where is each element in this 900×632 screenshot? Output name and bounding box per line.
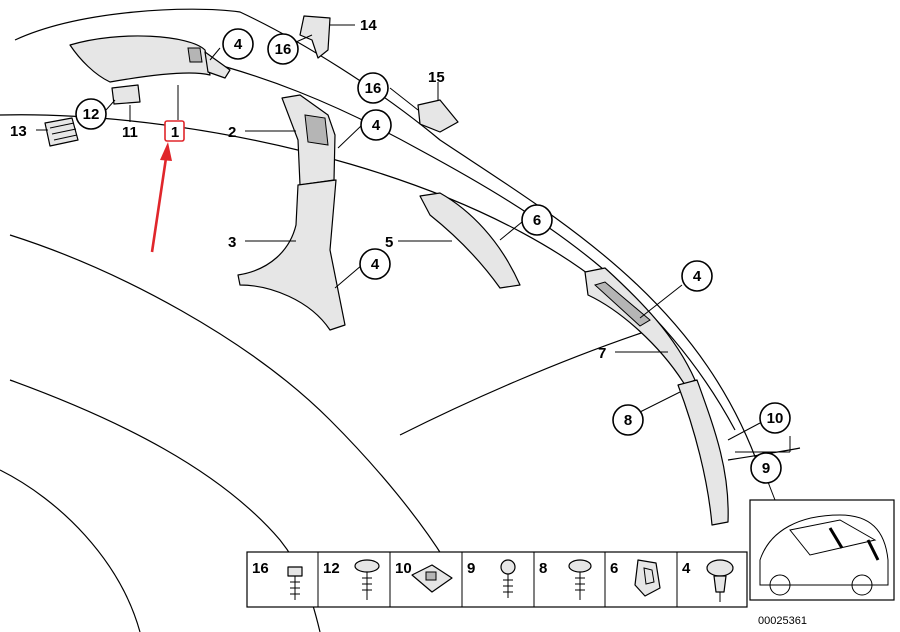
label-7: 7: [598, 345, 606, 362]
callout-label: 12: [83, 106, 100, 123]
roof-line: [14, 8, 761, 471]
legend-item-16[interactable]: 16: [252, 560, 303, 600]
legend-item-4[interactable]: 4: [682, 559, 734, 602]
callout-label: 8: [624, 412, 632, 429]
label-3: 3: [228, 234, 236, 251]
svg-text:8: 8: [539, 560, 547, 577]
lower-edge: [0, 469, 141, 632]
svg-text:16: 16: [252, 560, 269, 577]
callout-label: 10: [767, 410, 784, 427]
callout-label: 4: [371, 256, 380, 273]
part-1-clip: [187, 47, 203, 63]
part-14-bracket: [299, 15, 331, 59]
label-2: 2: [228, 124, 236, 141]
callout-16-top[interactable]: 16: [267, 33, 299, 65]
rear-pillar-edge: [727, 447, 801, 461]
legend-item-6[interactable]: 6: [610, 559, 661, 597]
callout-label: 4: [234, 36, 243, 53]
part-7-8-rear-pillar: [584, 267, 729, 526]
svg-text:6: 6: [610, 560, 618, 577]
callout-4-lower[interactable]: 4: [359, 248, 391, 280]
label-11: 11: [122, 124, 138, 141]
svg-text:9: 9: [467, 560, 475, 577]
callout-label: 9: [762, 460, 770, 477]
callout-8[interactable]: 8: [612, 404, 644, 436]
legend-item-12[interactable]: 12: [323, 559, 380, 600]
label-1: 1: [171, 124, 179, 141]
callout-label: 16: [275, 41, 292, 58]
part-15-clip: [417, 99, 459, 133]
svg-text:10: 10: [395, 560, 412, 577]
callout-12[interactable]: 12: [75, 98, 107, 130]
svg-text:4: 4: [682, 560, 691, 577]
label-1-box[interactable]: 1: [164, 120, 185, 142]
svg-text:12: 12: [323, 560, 340, 577]
label-13: 13: [10, 123, 27, 140]
reference-number: 00025361: [758, 615, 807, 627]
callout-4-top[interactable]: 4: [222, 28, 254, 60]
legend-item-10[interactable]: 10: [395, 560, 453, 593]
callout-4-pillar[interactable]: 4: [360, 109, 392, 141]
callout-4-right[interactable]: 4: [681, 260, 713, 292]
highlight-arrow: [150, 142, 172, 253]
label-15: 15: [428, 69, 445, 86]
callout-label: 4: [693, 268, 702, 285]
callout-6[interactable]: 6: [521, 204, 553, 236]
part-5-trim: [419, 192, 521, 289]
part-3-lower-pillar: [237, 179, 346, 331]
part-1-shape: [69, 35, 211, 83]
leader-lines: [36, 24, 791, 501]
fastener-legend: 16 12 10 9 8 6 4: [246, 551, 748, 608]
side-line-upper: [9, 234, 446, 561]
part-12-clip: [111, 84, 141, 105]
label-5: 5: [385, 234, 393, 251]
legend-item-8[interactable]: 8: [539, 559, 592, 600]
part-2-3-pillar-trim: [237, 94, 346, 331]
callout-9[interactable]: 9: [750, 452, 782, 484]
label-14: 14: [360, 17, 377, 34]
part-8-lower: [677, 379, 729, 526]
car-thumbnail: [749, 499, 895, 601]
callout-16-mid[interactable]: 16: [357, 72, 389, 104]
legend-item-9[interactable]: 9: [467, 559, 516, 598]
callout-label: 16: [365, 80, 382, 97]
callout-10[interactable]: 10: [759, 402, 791, 434]
callout-label: 4: [372, 117, 381, 134]
callout-label: 6: [533, 212, 541, 229]
